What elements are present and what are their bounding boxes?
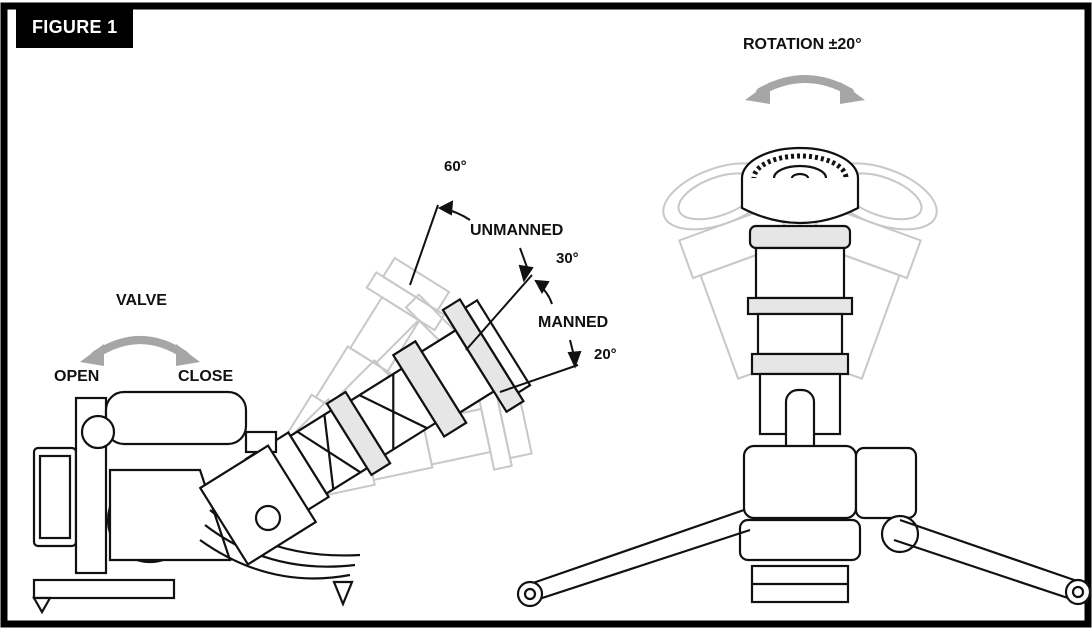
line-20: [499, 364, 579, 393]
monitor-base: [32, 390, 361, 615]
right-front-view: [516, 75, 1092, 608]
valve-arrow-icon: [80, 336, 200, 366]
upright-nozzle: [738, 146, 920, 604]
nozzle-barrel: [244, 297, 532, 525]
left-side-view: [32, 200, 582, 615]
angle-60-label: 60°: [444, 158, 467, 175]
manned-label: MANNED: [538, 314, 609, 331]
unmanned-label: UNMANNED: [470, 222, 564, 239]
angle-lines: [409, 200, 582, 393]
rotation-label: ROTATION ±20°: [743, 36, 862, 53]
valve-label: VALVE: [116, 292, 167, 309]
line-30: [465, 274, 533, 351]
close-label: CLOSE: [178, 368, 234, 385]
angle-20-label: 20°: [594, 346, 617, 363]
figure-label: FIGURE 1: [16, 6, 134, 48]
tripod-legs: [516, 508, 1092, 608]
angle-30-label: 30°: [556, 250, 579, 267]
line-60: [409, 204, 439, 286]
rotation-arrow-icon: [745, 75, 865, 104]
open-label: OPEN: [54, 368, 100, 385]
